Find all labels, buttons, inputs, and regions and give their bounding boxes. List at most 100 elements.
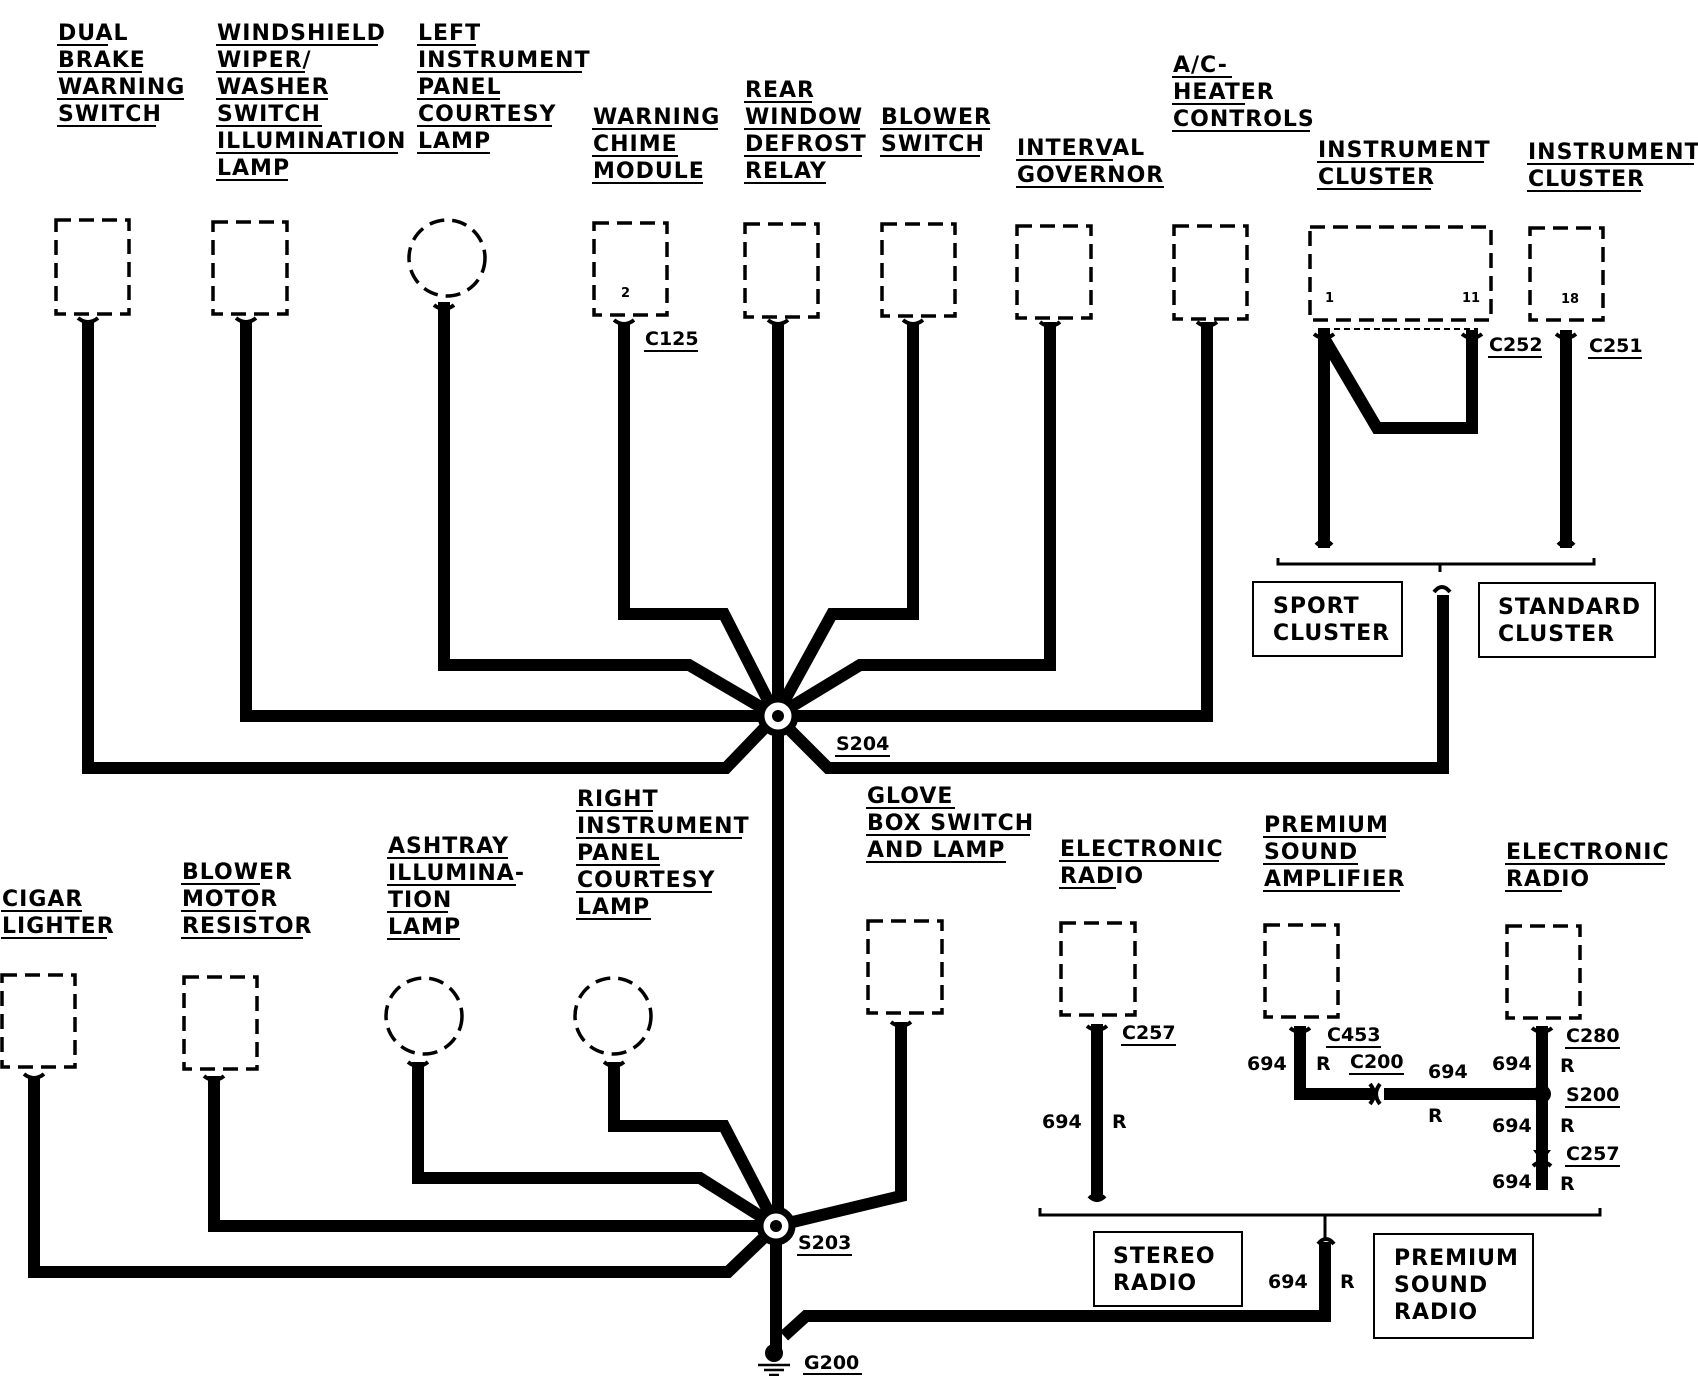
left-courtesy-lamp: [407, 218, 487, 298]
svg-text:S203: S203: [798, 1232, 851, 1254]
splice-s203: S203: [756, 1206, 852, 1256]
cluster-pin-1: 1: [1325, 291, 1334, 306]
wire-label-radio1-num: 694: [1042, 1111, 1082, 1133]
wire-label-c200-color: R: [1428, 1105, 1443, 1127]
instrument-cluster-1-box: [1308, 225, 1493, 322]
connector-c257-left: C257: [1121, 1022, 1176, 1046]
wire-label-c257-color: R: [1560, 1173, 1575, 1195]
electronic-radio-1-box: [1059, 921, 1137, 1017]
wire-label-c257-num: 694: [1492, 1171, 1532, 1193]
svg-text:C280: C280: [1566, 1025, 1620, 1047]
blower-switch-box: [880, 222, 957, 318]
electronic-radio-2-box: [1505, 924, 1582, 1020]
ashtray-lamp: [384, 976, 464, 1056]
svg-text:C200: C200: [1350, 1051, 1404, 1073]
instrument-cluster-2-box: [1528, 226, 1605, 322]
wire-label-c280-color: R: [1560, 1055, 1575, 1077]
cigar-lighter-box: [0, 973, 77, 1069]
connector-c200: C200: [1349, 1051, 1404, 1075]
cluster-pin-11: 11: [1462, 291, 1480, 306]
connector-c453: C453: [1326, 1024, 1381, 1048]
warning-chime-box: [592, 221, 669, 317]
svg-text:C252: C252: [1489, 334, 1543, 356]
svg-text:S200: S200: [1566, 1084, 1619, 1106]
svg-text:G200: G200: [804, 1352, 859, 1374]
cluster-pin-18: 18: [1561, 292, 1579, 307]
svg-text:C257: C257: [1566, 1143, 1620, 1165]
blower-resistor-box: [182, 975, 259, 1071]
svg-text:C125: C125: [645, 328, 699, 350]
svg-text:C251: C251: [1589, 335, 1643, 357]
connector-terminals-top: [76, 303, 1219, 328]
cluster-option-bracket: [1276, 558, 1596, 594]
wire-label-amp-num: 694: [1247, 1053, 1287, 1075]
s203-ground-wires: [28, 1022, 1331, 1350]
glove-box-box: [866, 919, 944, 1015]
interval-governor-box: [1015, 224, 1093, 320]
svg-text:C453: C453: [1327, 1024, 1381, 1046]
ac-heater-box: [1172, 224, 1249, 321]
splice-s204: S204: [757, 695, 890, 757]
premium-amp-box: [1263, 923, 1340, 1019]
wire-label-c280-num: 694: [1492, 1053, 1532, 1075]
chime-pin-number: 2: [621, 286, 630, 301]
radio-option-bracket: [1038, 1208, 1602, 1238]
wire-label-radio1-color: R: [1112, 1111, 1127, 1133]
connector-terminals-bottom: [22, 1020, 913, 1082]
connector-c251: C251: [1588, 335, 1643, 359]
wire-label-c200-num: 694: [1428, 1061, 1468, 1083]
radio-ground-wires: [1085, 1024, 1554, 1250]
connector-c125: C125: [644, 328, 699, 352]
s204-ground-wires: [82, 302, 1449, 1226]
dual-brake-switch-box: [54, 218, 131, 316]
rear-defrost-relay-box: [743, 222, 820, 319]
connector-c252: C252: [1488, 334, 1543, 358]
wire-label-s200-num: 694: [1492, 1115, 1532, 1137]
wiper-switch-box: [211, 220, 289, 316]
